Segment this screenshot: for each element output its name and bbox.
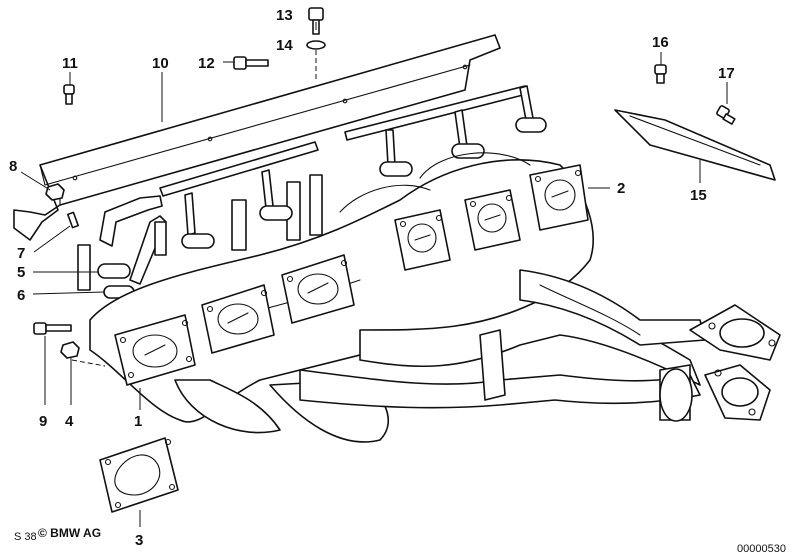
copyright: © BMW AG [38,526,101,540]
leader-lines [20,22,728,527]
nut-4 [60,341,80,359]
diagram-number: 00000530 [737,543,786,555]
callout-14: 14 [276,37,293,54]
assembly-line-9 [71,359,106,367]
callout-15: 15 [690,187,707,204]
callout-2: 2 [617,180,625,197]
nut-8 [45,183,65,201]
callout-6: 6 [17,287,25,304]
heat-shield-plate [614,109,776,181]
stud-7 [66,211,80,229]
callout-8: 8 [9,158,17,175]
callout-17: 17 [718,65,735,82]
down-pipes [299,269,781,422]
callout-3: 3 [135,532,143,549]
manifold-gasket [99,437,179,513]
callout-1: 1 [134,413,142,430]
bolt-16 [654,64,667,84]
bolt-13 [308,7,324,35]
callout-16: 16 [652,34,669,51]
callout-7: 7 [17,245,25,262]
upper-flanges [394,164,589,271]
callout-4: 4 [65,413,74,430]
callout-13: 13 [276,7,293,24]
bolt-11 [63,84,75,105]
callout-5: 5 [17,264,25,281]
callout-9: 9 [39,413,47,430]
sensor-gaskets [97,117,547,299]
washer-14 [306,40,326,50]
bolt-12 [233,56,269,70]
callout-11: 11 [62,55,78,72]
lower-flanges [114,254,355,386]
callout-12: 12 [198,55,215,72]
page-mark: S 38 [14,531,37,543]
bolt-9 [33,322,72,335]
heat-shield-bracket [13,34,501,241]
callout-10: 10 [152,55,169,72]
bolt-17 [716,105,736,125]
